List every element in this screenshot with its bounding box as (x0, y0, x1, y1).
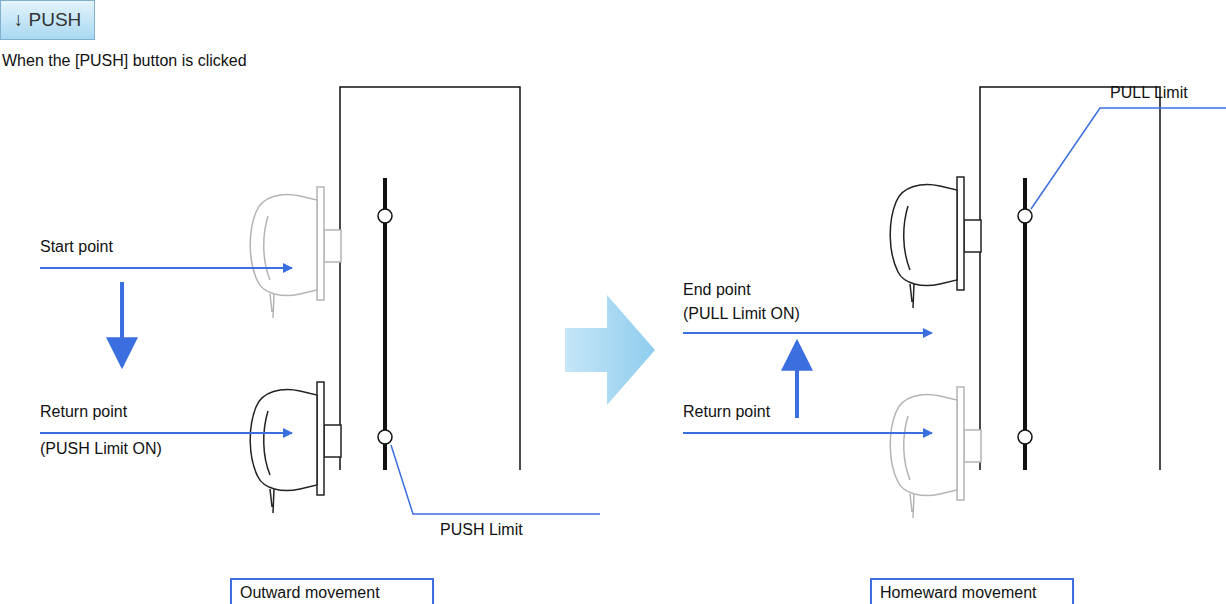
transition-arrow (565, 295, 655, 405)
device-ghost (250, 187, 341, 318)
panel-outline (340, 87, 1160, 470)
limit-state-label: (PULL Limit ON) (683, 305, 800, 323)
point-label: Return point (683, 403, 770, 421)
limit-name: PULL Limit (1110, 84, 1188, 102)
point-label: End point (683, 281, 751, 299)
limit-name: PUSH Limit (440, 521, 523, 539)
leader-line (391, 108, 1226, 514)
device-ghost (890, 387, 981, 518)
movement-caption-box: Homeward movement (870, 578, 1074, 604)
limit-state-label: (PUSH Limit ON) (40, 440, 162, 458)
movement-caption-box: Outward movement (230, 578, 434, 604)
node-text: ↓ PUSH (14, 9, 82, 31)
node-text: Homeward movement (880, 584, 1062, 602)
instruction-note: When the [PUSH] button is clicked (2, 52, 247, 70)
pointer-arrow (40, 268, 932, 433)
point-label: Return point (40, 403, 127, 421)
device (250, 382, 341, 513)
point-label: Start point (40, 238, 113, 256)
push-button: ↓ PUSH (0, 0, 95, 40)
node-text: Outward movement (240, 584, 422, 602)
movement-arrow (122, 282, 797, 418)
pendant-device (250, 177, 981, 518)
device (890, 177, 981, 308)
